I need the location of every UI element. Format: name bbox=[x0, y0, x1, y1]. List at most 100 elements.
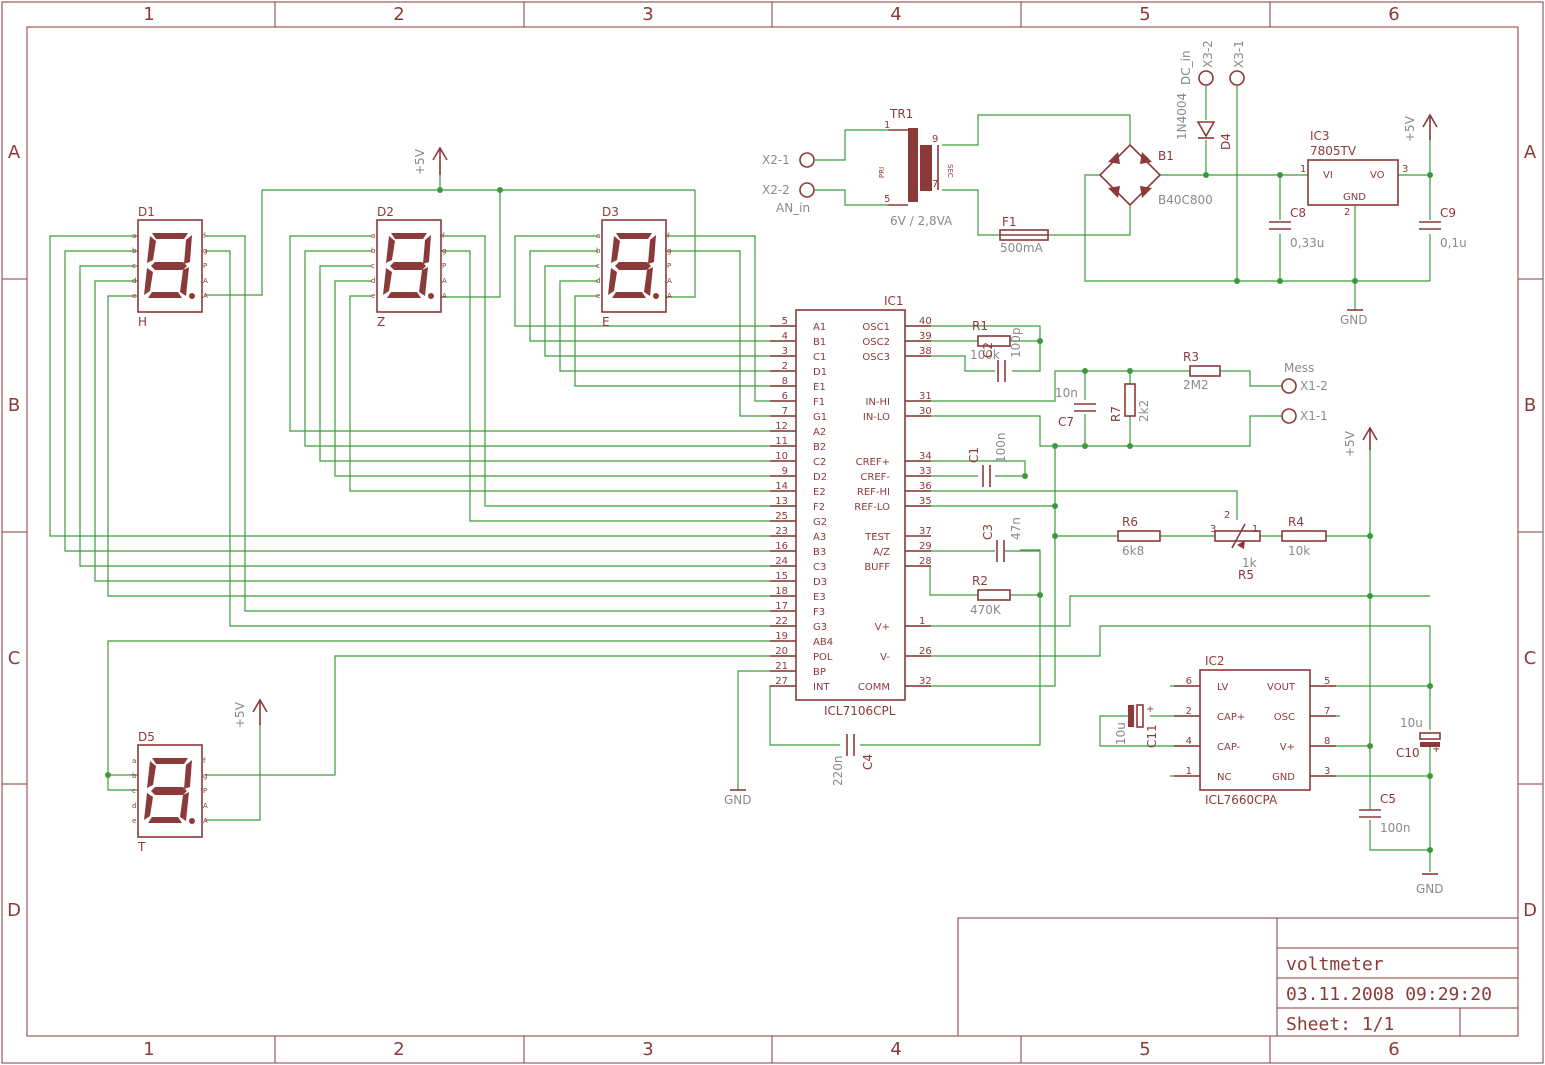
display-d3: D3 E ab cd e fg PA A bbox=[596, 205, 672, 329]
svg-text:d: d bbox=[596, 277, 600, 285]
pin-name: D2 bbox=[813, 472, 827, 483]
svg-text:SEC: SEC bbox=[946, 164, 954, 178]
svg-text:X1-2: X1-2 bbox=[1300, 379, 1328, 393]
svg-text:d: d bbox=[132, 802, 136, 810]
svg-text:X3-1: X3-1 bbox=[1232, 40, 1246, 68]
tr1-value: 6V / 2,8VA bbox=[890, 214, 953, 228]
pin-name: CREF+ bbox=[856, 457, 890, 468]
svg-text:C4: C4 bbox=[861, 754, 875, 770]
svg-text:C11: C11 bbox=[1145, 724, 1159, 748]
pin-number: 24 bbox=[775, 556, 788, 567]
display-name: D2 bbox=[377, 205, 394, 219]
ic-pin: 6LV bbox=[1174, 676, 1228, 693]
ic-pin: 5A1 bbox=[770, 316, 826, 333]
pin-name: C1 bbox=[813, 352, 826, 363]
ic-pin: 7G1 bbox=[770, 406, 827, 423]
pin-name: V- bbox=[880, 652, 890, 663]
svg-text:A: A bbox=[667, 292, 672, 300]
pin-name: F1 bbox=[813, 397, 825, 408]
resistor-r1: R1 100k bbox=[970, 319, 1011, 362]
display-name: D1 bbox=[138, 205, 155, 219]
svg-text:10n: 10n bbox=[1055, 386, 1078, 400]
svg-text:+5V: +5V bbox=[1403, 115, 1417, 142]
pin-number: 28 bbox=[919, 556, 932, 567]
svg-text:+5V: +5V bbox=[413, 148, 427, 175]
pin-number: 40 bbox=[919, 316, 932, 327]
display-d2: D2 Z ab cd e fg PA A bbox=[371, 205, 447, 329]
capacitor-c7: 10n C7 bbox=[1055, 386, 1096, 429]
svg-text:P: P bbox=[442, 262, 446, 270]
svg-text:C1: C1 bbox=[967, 447, 981, 463]
row-label-left: C bbox=[8, 648, 21, 669]
capacitor-c10: + 10u C10 bbox=[1396, 716, 1441, 760]
capacitor-c4: 220n C4 bbox=[831, 734, 875, 786]
pin-number: 29 bbox=[919, 541, 932, 552]
svg-text:R6: R6 bbox=[1122, 515, 1138, 529]
resistor-r3: R3 2M2 bbox=[1183, 350, 1221, 392]
ic2-value: ICL7660CPA bbox=[1205, 793, 1278, 807]
connector-x2-2: X2-2 AN_in bbox=[762, 182, 815, 215]
pin-name: B3 bbox=[813, 547, 826, 558]
svg-text:PRI: PRI bbox=[878, 167, 886, 178]
svg-text:C8: C8 bbox=[1290, 206, 1306, 220]
pin-name: AB4 bbox=[813, 637, 833, 648]
pin-name: B2 bbox=[813, 442, 826, 453]
b1-name: B1 bbox=[1158, 149, 1174, 163]
svg-text:100n: 100n bbox=[1380, 821, 1411, 835]
svg-text:GND: GND bbox=[1343, 192, 1366, 203]
pin-name: REF-LO bbox=[854, 502, 890, 513]
svg-text:GND: GND bbox=[1340, 313, 1368, 327]
pin-number: 35 bbox=[919, 496, 932, 507]
svg-text:C7: C7 bbox=[1058, 415, 1074, 429]
display-name: D3 bbox=[602, 205, 619, 219]
resistor-r2: R2 470K bbox=[970, 574, 1011, 617]
row-label-right: D bbox=[1523, 900, 1537, 921]
svg-text:7: 7 bbox=[932, 179, 938, 190]
svg-text:A: A bbox=[203, 802, 208, 810]
svg-text:AN_in: AN_in bbox=[776, 201, 810, 215]
display-d5: D5 T ab cd e fg PA A bbox=[132, 730, 208, 854]
svg-text:100n: 100n bbox=[994, 432, 1008, 463]
tr1-name: TR1 bbox=[889, 107, 913, 121]
ic-pin: 3C1 bbox=[770, 346, 826, 363]
pin-name: VOUT bbox=[1267, 682, 1296, 693]
pin-name: D1 bbox=[813, 367, 827, 378]
svg-text:3: 3 bbox=[1402, 164, 1408, 175]
connector-x2-1: X2-1 bbox=[762, 152, 815, 168]
pin-name: G2 bbox=[813, 517, 827, 528]
pin-name: BUFF bbox=[864, 562, 890, 573]
pin-name: NC bbox=[1217, 772, 1231, 783]
gnd-symbol: GND bbox=[724, 789, 752, 807]
svg-text:100k: 100k bbox=[970, 348, 1000, 362]
pin-number: 17 bbox=[775, 601, 788, 612]
svg-text:X2-2: X2-2 bbox=[762, 183, 790, 197]
pin-name: IN-LO bbox=[863, 412, 890, 423]
col-label-top: 1 bbox=[143, 4, 154, 25]
pin-name: OSC3 bbox=[862, 352, 890, 363]
capacitor-c11: + 10u C11 bbox=[1114, 704, 1159, 748]
svg-text:C5: C5 bbox=[1380, 792, 1396, 806]
pin-number: 39 bbox=[919, 331, 932, 342]
pin-number: 14 bbox=[775, 481, 788, 492]
vcc-symbol: +5V bbox=[1343, 426, 1378, 457]
pin-number: 8 bbox=[1324, 736, 1330, 747]
col-label-top: 3 bbox=[642, 4, 653, 25]
pin-number: 10 bbox=[775, 451, 788, 462]
pin-number: 8 bbox=[782, 376, 788, 387]
display-value: Z bbox=[377, 315, 385, 329]
